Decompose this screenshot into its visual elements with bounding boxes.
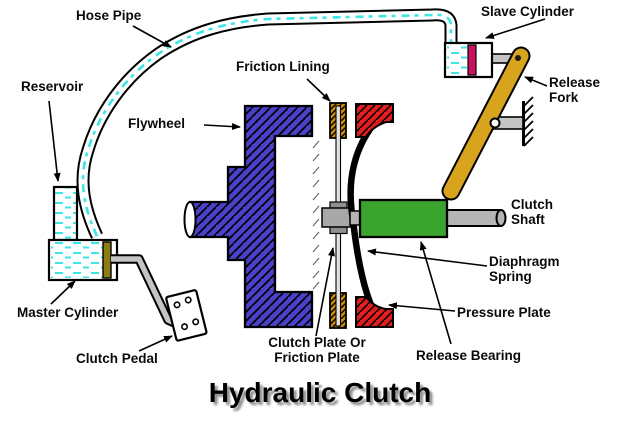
label-diaphragm-spring: Diaphragm Spring xyxy=(489,254,560,285)
arrow-reservoir xyxy=(48,100,61,182)
leader-arrows xyxy=(48,18,548,352)
pivot-pin xyxy=(489,117,501,129)
arrow-clutch-pedal xyxy=(138,335,173,352)
label-reservoir: Reservoir xyxy=(21,79,84,94)
arrow-master-cylinder xyxy=(50,280,76,305)
arrow-release-bearing xyxy=(419,241,452,345)
arrow-hose-pipe xyxy=(132,25,172,48)
pressure-plate-bottom xyxy=(355,296,394,328)
arrow-slave-cylinder xyxy=(485,18,546,39)
clutch-plate-hub xyxy=(321,201,352,235)
fork-rod-pin xyxy=(515,55,521,61)
master-cylinder-body xyxy=(47,238,119,282)
label-clutch-shaft: Clutch Shaft xyxy=(511,197,553,228)
wall-mount xyxy=(522,96,534,147)
release-bearing-block xyxy=(358,198,449,239)
label-slave-cylinder: Slave Cylinder xyxy=(481,4,575,19)
clutch-pedal-pad xyxy=(165,289,208,342)
label-friction-lining: Friction Lining xyxy=(236,59,330,74)
label-clutch-pedal: Clutch Pedal xyxy=(76,351,158,366)
master-piston xyxy=(102,241,112,279)
clutch-shaft-rod xyxy=(446,209,507,227)
arrow-release-fork xyxy=(524,76,548,87)
pushrod xyxy=(111,254,179,329)
arrow-clutch-plate xyxy=(315,247,335,337)
label-pressure-plate: Pressure Plate xyxy=(457,305,551,320)
label-master-cylinder: Master Cylinder xyxy=(17,305,119,320)
diagram-title: Hydraulic Clutch xyxy=(208,377,432,408)
hose-pipe xyxy=(76,8,458,239)
arrow-diaphragm-spring xyxy=(367,248,488,267)
label-release-fork: Release Fork xyxy=(549,75,601,106)
flywheel-body xyxy=(183,104,320,329)
arrow-flywheel xyxy=(203,123,241,131)
slave-cylinder-body xyxy=(443,41,522,79)
arrow-friction-lining xyxy=(306,78,331,102)
label-release-bearing: Release Bearing xyxy=(416,348,522,363)
slave-piston xyxy=(467,44,477,76)
arrow-pressure-plate xyxy=(388,302,456,312)
release-fork-arm xyxy=(441,46,531,201)
label-hose-pipe: Hose Pipe xyxy=(76,8,142,23)
label-flywheel: Flywheel xyxy=(128,116,186,131)
flywheel-hub-end xyxy=(183,201,197,238)
reservoir-tank xyxy=(52,185,79,242)
label-clutch-plate: Clutch Plate Or Friction Plate xyxy=(268,335,366,366)
pressure-plate-top xyxy=(355,103,394,138)
